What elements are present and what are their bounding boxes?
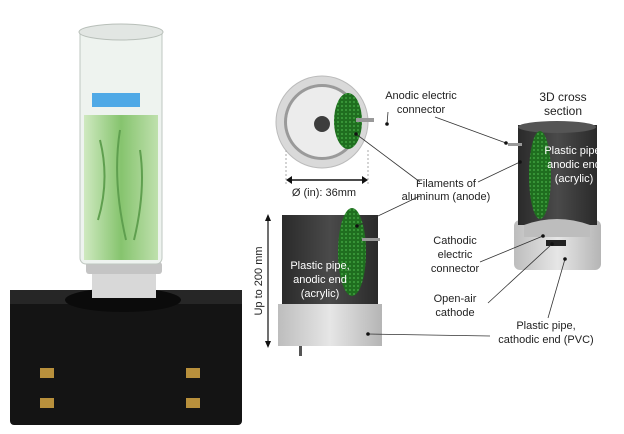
- front-pipe-label-1: Plastic pipe,: [290, 260, 349, 272]
- brass-fittings: [40, 368, 200, 408]
- leader-lines: [354, 111, 567, 337]
- cathodic-pipe-label-1: Plastic pipe,: [516, 320, 575, 332]
- black-base-box: [10, 290, 242, 425]
- cathodic-pipe-label-2: cathodic end (PVC): [498, 334, 593, 346]
- top-view: Ø (in): 36mm: [275, 75, 374, 199]
- device-photo: [10, 23, 242, 425]
- filaments-label-1: Filaments of: [416, 178, 477, 190]
- cross-section-view: Plastic pipe, anodic end (acrylic): [508, 121, 604, 270]
- front-pipe-label-2: anodic end: [293, 274, 347, 286]
- front-view: Plastic pipe, anodic end (acrylic) Up to…: [253, 208, 382, 356]
- cathodic-connector-label-1: Cathodic: [433, 235, 477, 247]
- anodic-connector-label-2: connector: [397, 104, 446, 116]
- cathodic-connector-label-2: electric: [438, 249, 473, 261]
- anodic-connector-label-1: Anodic electric: [385, 90, 457, 102]
- section-pipe-label-2: anodic end: [547, 159, 601, 171]
- cathodic-connector-label-3: connector: [431, 263, 480, 275]
- cathode-label-1: Open-air: [434, 293, 477, 305]
- front-pipe-label-3: (acrylic): [301, 288, 340, 300]
- cross-section-title-2: section: [544, 104, 582, 118]
- section-pipe-label-1: Plastic pipe,: [544, 145, 603, 157]
- cross-section-title-1: 3D cross: [539, 90, 586, 104]
- pvc-end: [278, 304, 382, 346]
- blue-tape: [92, 93, 140, 107]
- anode-filaments-front: [338, 208, 366, 296]
- diameter-label: Ø (in): 36mm: [292, 187, 356, 199]
- filaments-label-2: aluminum (anode): [402, 191, 491, 203]
- section-pipe-label-3: (acrylic): [555, 173, 594, 185]
- anode-filaments-section: [529, 131, 551, 219]
- cathode-label-2: cathode: [435, 307, 474, 319]
- green-liquid: [84, 115, 158, 260]
- height-label: Up to 200 mm: [253, 246, 265, 315]
